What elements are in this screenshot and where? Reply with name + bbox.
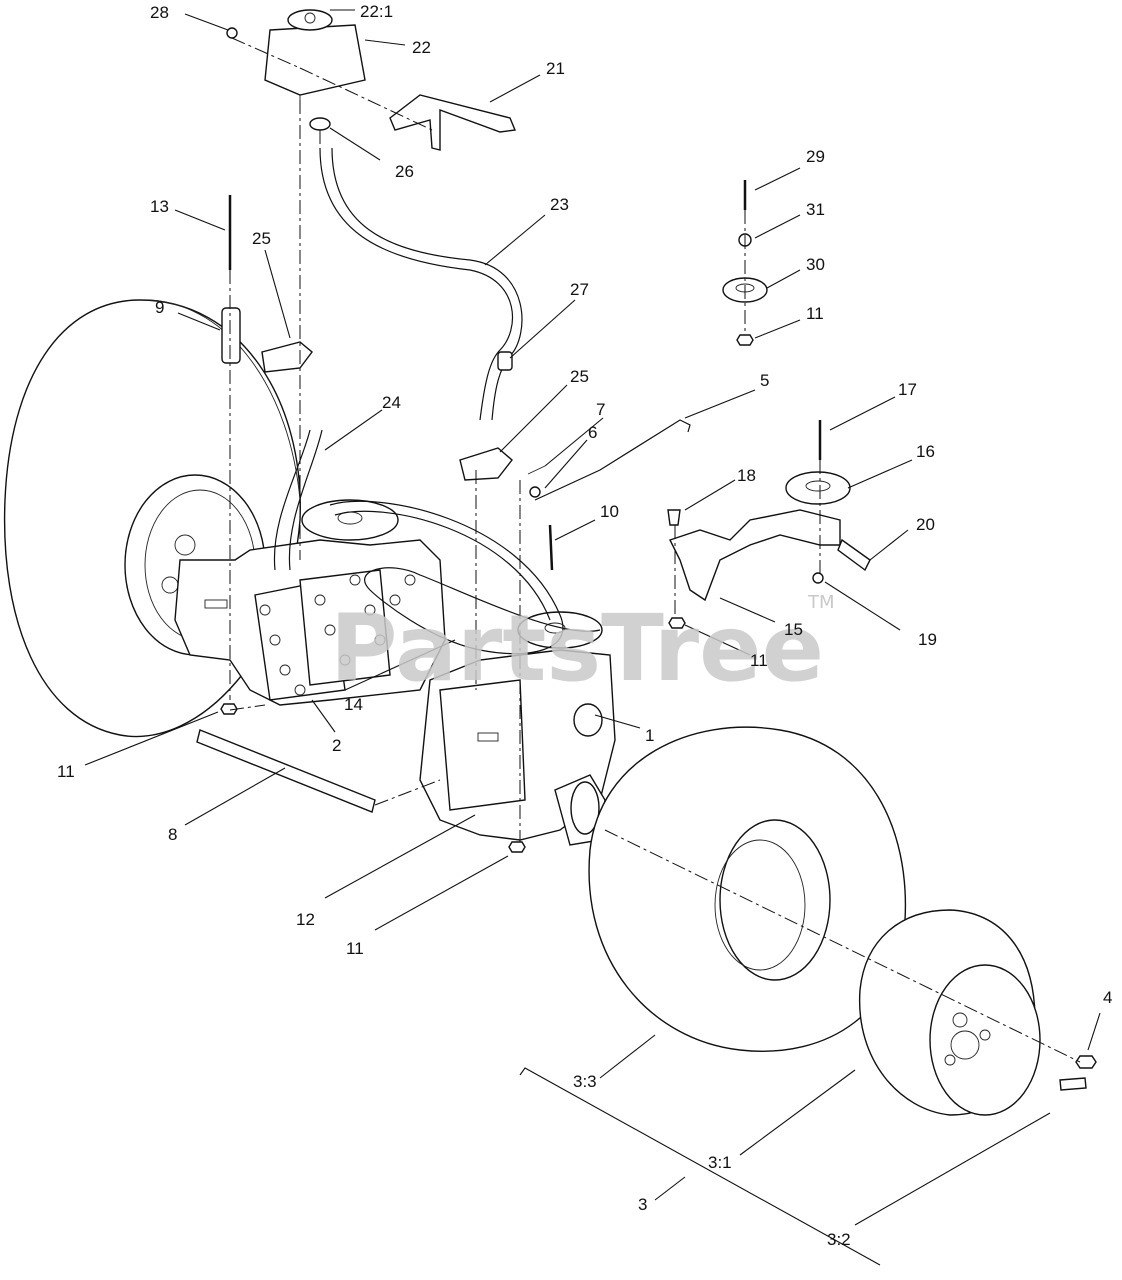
- callout-18: 18: [737, 466, 756, 485]
- callout-9: 9: [155, 298, 164, 317]
- centerlines: [229, 37, 1081, 1063]
- callout-17: 17: [898, 380, 917, 399]
- gasket-25-right: [459, 447, 513, 481]
- axle-8: [196, 729, 376, 813]
- spring-20: [837, 538, 871, 572]
- right-transmission: [419, 611, 616, 846]
- wheel-rim: [858, 909, 1041, 1116]
- callout-19: 19: [918, 630, 937, 649]
- callout-11-top: 11: [806, 304, 824, 323]
- cotter-pin-7: [527, 465, 546, 475]
- callout-29: 29: [806, 147, 825, 166]
- nut-11-left: [220, 703, 238, 715]
- pulley-16: [785, 471, 851, 505]
- callout-15: 15: [784, 620, 803, 639]
- washer-6: [529, 486, 541, 498]
- watermark-trademark: TM: [807, 592, 835, 613]
- washer-19: [812, 572, 824, 584]
- callout-11-idler: 11: [750, 651, 768, 670]
- control-rod: [534, 419, 691, 501]
- callout-10: 10: [600, 502, 619, 521]
- gasket-25-left: [261, 341, 313, 373]
- callout-25-left: 25: [252, 229, 271, 248]
- leader-lines: [84, 9, 1101, 1266]
- callout-21: 21: [546, 59, 565, 78]
- callout-28: 28: [150, 3, 169, 22]
- bracket-21: [389, 94, 516, 151]
- callout-13: 13: [150, 197, 169, 216]
- drive-belt: [329, 500, 601, 655]
- callout-6: 6: [588, 423, 597, 442]
- callout-3-3: 3:3: [573, 1072, 597, 1091]
- clamp-26: [309, 117, 331, 131]
- callout-2: 2: [332, 736, 341, 755]
- pin-10: [548, 524, 554, 571]
- wheel-nut-4: [1075, 1055, 1097, 1069]
- callout-labels: 28 22:1 22 21 26 23 13 25 9 27 24 25 7 6…: [57, 2, 1112, 1249]
- callout-23: 23: [550, 195, 569, 214]
- watermark: PartsTree: [330, 595, 824, 702]
- callout-1: 1: [645, 726, 654, 745]
- callout-22-1: 22:1: [360, 2, 393, 21]
- callout-24: 24: [382, 393, 401, 412]
- callout-16: 16: [916, 442, 935, 461]
- callout-3: 3: [638, 1195, 647, 1214]
- nut-11-top: [736, 334, 754, 346]
- callout-12: 12: [296, 910, 315, 929]
- fitting-28: [226, 27, 238, 39]
- reservoir: [264, 9, 366, 105]
- spacer-9: [221, 307, 241, 364]
- callout-11-left: 11: [57, 762, 75, 781]
- callout-11-bottom: 11: [346, 939, 364, 958]
- fitting-27: [497, 351, 513, 371]
- hose-24: [273, 429, 311, 571]
- hose-23: [319, 147, 514, 421]
- callout-25-right: 25: [570, 367, 589, 386]
- bushing-18: [667, 509, 681, 526]
- callout-27: 27: [570, 280, 589, 299]
- callout-31: 31: [806, 200, 825, 219]
- idler-arm-15: [669, 509, 841, 602]
- wheel-stud: [1059, 1077, 1087, 1091]
- callout-3-2: 3:2: [827, 1230, 851, 1249]
- left-transmission: [174, 499, 446, 706]
- callout-4: 4: [1103, 988, 1112, 1007]
- callout-5: 5: [760, 371, 769, 390]
- callout-8: 8: [168, 825, 177, 844]
- callout-14: 14: [344, 695, 363, 714]
- callout-26: 26: [395, 162, 414, 181]
- callout-7: 7: [596, 400, 605, 419]
- callout-22: 22: [412, 38, 431, 57]
- callout-3-1: 3:1: [708, 1153, 732, 1172]
- callout-30: 30: [806, 255, 825, 274]
- nut-11-bottom: [508, 841, 526, 853]
- nut-11-idler: [668, 617, 686, 629]
- right-tire: [588, 726, 907, 1052]
- callout-20: 20: [916, 515, 935, 534]
